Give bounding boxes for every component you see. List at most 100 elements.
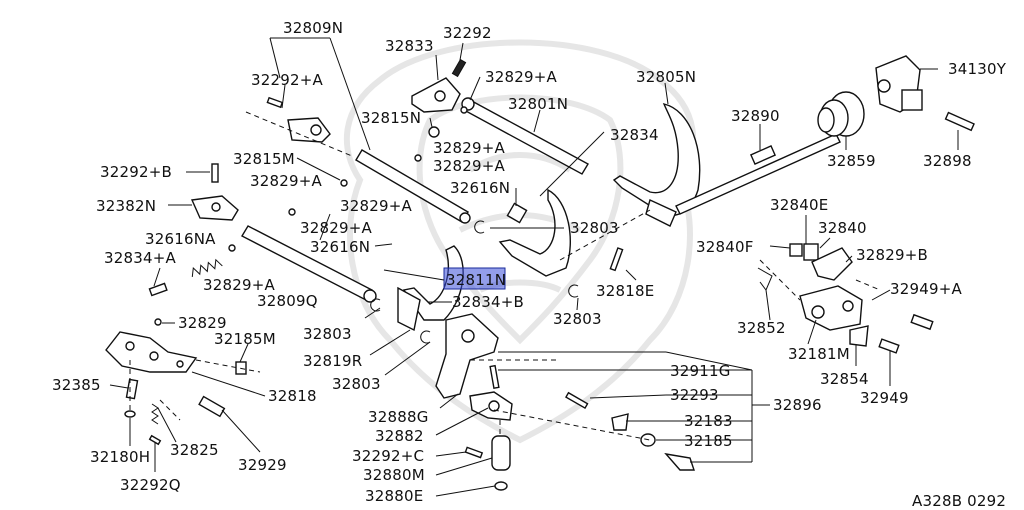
label-32815M[interactable]: 32815M (233, 150, 295, 168)
shift-rod-32809N (355, 149, 471, 224)
ball-32829A-c (228, 244, 236, 252)
label-32840E[interactable]: 32840E (770, 196, 828, 214)
highlight-box (443, 267, 506, 290)
label-32292A[interactable]: 32292+A (251, 71, 323, 89)
label-34130Y[interactable]: 34130Y (948, 60, 1007, 78)
lever-assembly-32896 (435, 313, 513, 491)
lever-32840 (811, 247, 853, 281)
label-32292B[interactable]: 32292+B (100, 163, 172, 181)
label-32292Q[interactable]: 32292Q (120, 476, 181, 494)
bracket-32833 (411, 58, 467, 113)
label-32801N[interactable]: 32801N (508, 95, 568, 113)
label-32833[interactable]: 32833 (385, 37, 434, 55)
label-32803-1[interactable]: 32803 (570, 219, 619, 237)
label-32809N[interactable]: 32809N (283, 19, 343, 37)
label-32803-2[interactable]: 32803 (553, 310, 602, 328)
shift-fork-center-right (498, 188, 572, 277)
label-32829A-1[interactable]: 32829+A (485, 68, 557, 86)
label-32185[interactable]: 32185 (684, 432, 733, 450)
diagram-id: A328B 0292 (912, 492, 1006, 510)
arm-32818 (105, 331, 198, 373)
label-32181M[interactable]: 32181M (788, 345, 850, 363)
label-32382N[interactable]: 32382N (96, 197, 156, 215)
clip-32803-c (568, 284, 579, 298)
boot-32859 (817, 91, 865, 137)
label-32811N[interactable]: 32811N (446, 271, 506, 289)
ball-32829A (460, 106, 468, 114)
label-32825[interactable]: 32825 (170, 441, 219, 459)
pin-32385 (125, 378, 139, 400)
label-32834A[interactable]: 32834+A (104, 249, 176, 267)
shift-rod-32801N (461, 97, 589, 175)
bolt-32949A (910, 313, 934, 331)
label-32829B[interactable]: 32829+B (856, 246, 928, 264)
label-32815N[interactable]: 32815N (361, 109, 421, 127)
label-32890[interactable]: 32890 (731, 107, 780, 125)
shift-rod-32809Q (241, 225, 377, 303)
label-32616NA[interactable]: 32616NA (145, 230, 216, 248)
label-32859[interactable]: 32859 (827, 152, 876, 170)
bolt-32929 (198, 395, 226, 418)
label-32183[interactable]: 32183 (684, 412, 733, 430)
label-32854[interactable]: 32854 (820, 370, 869, 388)
label-32805N[interactable]: 32805N (636, 68, 696, 86)
label-32829[interactable]: 32829 (178, 314, 227, 332)
bolt-32834A (148, 282, 168, 297)
label-32898[interactable]: 32898 (923, 152, 972, 170)
pin-32815N (428, 126, 440, 138)
bolt-32834 (506, 202, 528, 224)
shaft-32890 (675, 133, 841, 215)
plate-32854 (849, 325, 869, 347)
label-32829A-7[interactable]: 32829+A (203, 276, 275, 294)
bracket-32382N (190, 163, 239, 221)
label-32896[interactable]: 32896 (773, 396, 822, 414)
label-32385[interactable]: 32385 (52, 376, 101, 394)
label-32829A-5[interactable]: 32829+A (340, 197, 412, 215)
label-32888G[interactable]: 32888G (368, 408, 429, 426)
label-32880E[interactable]: 32880E (365, 487, 423, 505)
pin-32293 (565, 391, 589, 410)
bracket-32181M (799, 285, 863, 331)
ball-32829 (154, 318, 162, 326)
label-32803-4[interactable]: 32803 (332, 375, 381, 393)
label-32880M[interactable]: 32880M (363, 466, 425, 484)
clip-32803-a (474, 220, 485, 234)
label-32292[interactable]: 32292 (443, 24, 492, 42)
clip-32803-d (420, 330, 431, 344)
part-labels: 32809N 32292 32833 32829+A 32805N 34130Y… (52, 19, 1007, 510)
label-32840F[interactable]: 32840F (696, 238, 754, 256)
label-32185M[interactable]: 32185M (214, 330, 276, 348)
label-32616N-1[interactable]: 32616N (450, 179, 510, 197)
label-32834B[interactable]: 32834+B (452, 293, 524, 311)
label-32929[interactable]: 32929 (238, 456, 287, 474)
label-32292C[interactable]: 32292+C (352, 447, 424, 465)
label-32949[interactable]: 32949 (860, 389, 909, 407)
label-32180H[interactable]: 32180H (90, 448, 150, 466)
shift-fork-bracket (266, 96, 331, 143)
spring-32825 (151, 403, 159, 425)
label-32949A[interactable]: 32949+A (890, 280, 962, 298)
pin-32818E (609, 247, 624, 272)
label-32829A-4[interactable]: 32829+A (250, 172, 322, 190)
label-32818[interactable]: 32818 (268, 387, 317, 405)
label-32809Q[interactable]: 32809Q (257, 292, 318, 310)
pin-32898 (944, 111, 975, 132)
label-32819R[interactable]: 32819R (303, 352, 362, 370)
label-32829A-6[interactable]: 32829+A (300, 219, 372, 237)
housing-34130Y (875, 55, 923, 113)
label-32616N-2[interactable]: 32616N (310, 238, 370, 256)
label-32803-3[interactable]: 32803 (303, 325, 352, 343)
bolt-32949 (878, 338, 900, 354)
clip-32803-b (370, 298, 381, 312)
label-32852[interactable]: 32852 (737, 319, 786, 337)
label-32829A-3[interactable]: 32829+A (433, 157, 505, 175)
label-32818E[interactable]: 32818E (596, 282, 654, 300)
label-32293[interactable]: 32293 (670, 386, 719, 404)
pin-32292C (464, 446, 484, 459)
spring-32616NA (191, 258, 223, 277)
label-32834[interactable]: 32834 (610, 126, 659, 144)
label-32911G[interactable]: 32911G (670, 362, 731, 380)
label-32829A-2[interactable]: 32829+A (433, 139, 505, 157)
label-32882[interactable]: 32882 (375, 427, 424, 445)
label-32840[interactable]: 32840 (818, 219, 867, 237)
